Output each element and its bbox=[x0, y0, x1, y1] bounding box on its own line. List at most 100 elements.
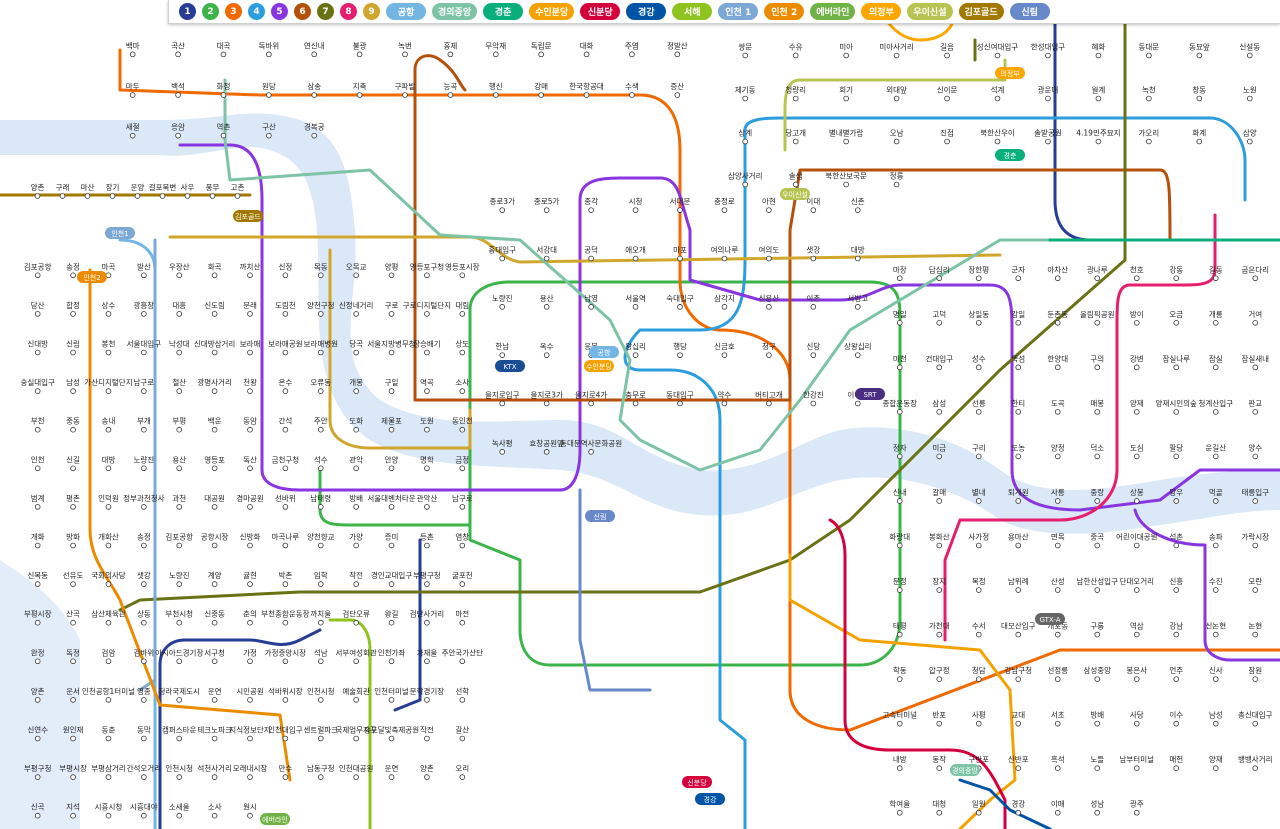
station-dot[interactable] bbox=[247, 542, 253, 549]
station-dot[interactable] bbox=[893, 181, 900, 188]
station-label[interactable]: 개포동 bbox=[1047, 621, 1068, 631]
station-label[interactable]: 공항시장 bbox=[201, 532, 229, 542]
station-dot[interactable] bbox=[141, 272, 147, 279]
line-badge-ktx[interactable]: KTX bbox=[495, 360, 525, 372]
station-label[interactable]: 양재 bbox=[1209, 755, 1223, 764]
station-label[interactable]: 강매 bbox=[534, 81, 548, 91]
station-dot[interactable] bbox=[1212, 587, 1219, 593]
station-dot[interactable] bbox=[677, 255, 683, 262]
station-label[interactable]: 둔촌동 bbox=[1047, 310, 1068, 319]
station-label[interactable]: 신논현 bbox=[1205, 622, 1226, 631]
station-label[interactable]: 서대문 bbox=[670, 197, 691, 206]
station-dot[interactable] bbox=[1133, 720, 1140, 727]
station-dot[interactable] bbox=[141, 388, 147, 394]
station-dot[interactable] bbox=[211, 272, 218, 279]
station-label[interactable]: 서울지방병무청 bbox=[367, 339, 415, 349]
station-label[interactable]: 태릉입구 bbox=[1241, 488, 1269, 497]
station-label[interactable]: 마장 bbox=[893, 264, 907, 274]
station-label[interactable]: 신흥 bbox=[1169, 576, 1183, 586]
station-label[interactable]: 백마 bbox=[126, 40, 140, 50]
station-dot[interactable] bbox=[1015, 676, 1022, 682]
station-dot[interactable] bbox=[211, 697, 218, 703]
station-dot[interactable] bbox=[176, 581, 183, 587]
station-label[interactable]: 마곡나루 bbox=[272, 533, 300, 542]
station-dot[interactable] bbox=[282, 735, 289, 742]
station-dot[interactable] bbox=[388, 619, 395, 626]
station-dot[interactable] bbox=[1146, 138, 1152, 145]
station-dot[interactable] bbox=[459, 619, 466, 626]
station-dot[interactable] bbox=[211, 349, 218, 356]
station-dot[interactable] bbox=[247, 619, 253, 626]
station-dot[interactable] bbox=[766, 255, 772, 262]
station-dot[interactable] bbox=[1054, 765, 1061, 771]
station-label[interactable]: 공덕 bbox=[584, 245, 598, 255]
station-label[interactable]: 오류동 bbox=[310, 378, 331, 387]
station-dot[interactable] bbox=[247, 311, 253, 317]
station-dot[interactable] bbox=[424, 272, 430, 279]
station-dot[interactable] bbox=[629, 51, 635, 58]
station-dot[interactable] bbox=[424, 542, 430, 549]
station-label[interactable]: 인천 bbox=[31, 454, 45, 464]
station-label[interactable]: 정부과천청사 bbox=[123, 493, 164, 503]
station-label[interactable]: 오리 bbox=[455, 764, 469, 773]
station-label[interactable]: 김포공항 bbox=[24, 261, 52, 271]
station-dot[interactable] bbox=[459, 272, 466, 279]
station-dot[interactable] bbox=[388, 272, 395, 279]
station-dot[interactable] bbox=[317, 311, 324, 317]
station-label[interactable]: 여의도 bbox=[759, 245, 780, 255]
station-label[interactable]: 대곡 bbox=[217, 41, 231, 50]
station-label[interactable]: 송내 bbox=[102, 417, 116, 426]
station-label[interactable]: 경마공원 bbox=[236, 493, 264, 503]
station-dot[interactable] bbox=[211, 388, 218, 394]
station-label[interactable]: 왕십리 bbox=[625, 342, 646, 351]
station-label[interactable]: 귤현 bbox=[243, 571, 257, 580]
station-label[interactable]: 사가정 bbox=[968, 532, 989, 542]
station-label[interactable]: 구반포 bbox=[968, 755, 989, 764]
station-dot[interactable] bbox=[266, 51, 272, 58]
station-label[interactable]: 정발산 bbox=[667, 40, 688, 50]
station-label[interactable]: 갈매 bbox=[932, 488, 946, 497]
station-dot[interactable] bbox=[975, 498, 982, 504]
station-label[interactable]: 증산 bbox=[670, 81, 684, 91]
station-dot[interactable] bbox=[388, 388, 395, 394]
station-label[interactable]: 남위례 bbox=[1008, 576, 1029, 586]
station-label[interactable]: 상동 bbox=[137, 609, 151, 619]
line-badge-line-uijeongbu[interactable]: 의정부 bbox=[995, 67, 1025, 79]
legend-chip-20[interactable]: 의정부 bbox=[861, 3, 902, 20]
station-dot[interactable] bbox=[317, 542, 324, 549]
station-label[interactable]: 이매 bbox=[1051, 799, 1065, 809]
station-dot[interactable] bbox=[854, 207, 861, 213]
station-label[interactable]: 한남 bbox=[495, 342, 509, 351]
station-dot[interactable] bbox=[936, 320, 943, 326]
station-dot[interactable] bbox=[543, 304, 550, 310]
station-label[interactable]: 센트럴파크 bbox=[304, 725, 339, 735]
station-label[interactable]: 종각 bbox=[584, 196, 598, 206]
station-label[interactable]: 테크노파크 bbox=[197, 726, 232, 735]
legend-chip-10[interactable]: 공항 bbox=[386, 3, 426, 20]
station-dot[interactable] bbox=[975, 364, 982, 371]
station-label[interactable]: 잠실 bbox=[1209, 353, 1223, 363]
station-dot[interactable] bbox=[843, 181, 849, 188]
station-dot[interactable] bbox=[766, 352, 772, 358]
station-label[interactable]: 대공원 bbox=[204, 494, 225, 503]
station-dot[interactable] bbox=[247, 272, 253, 279]
station-dot[interactable] bbox=[282, 581, 289, 587]
station-label[interactable]: 독바위 bbox=[258, 40, 279, 50]
station-label[interactable]: 소사 bbox=[208, 803, 222, 812]
station-label[interactable]: 한티 bbox=[1011, 399, 1025, 408]
legend-chip-19[interactable]: 에버라인 bbox=[810, 3, 856, 20]
station-label[interactable]: 경인교대입구 bbox=[371, 570, 412, 580]
station-label[interactable]: 석수 bbox=[314, 454, 328, 464]
station-label[interactable]: 마산 bbox=[81, 182, 95, 192]
station-label[interactable]: 남성 bbox=[1209, 711, 1223, 720]
station-label[interactable]: 경강 bbox=[1011, 799, 1025, 809]
station-label[interactable]: 선학 bbox=[455, 686, 469, 696]
station-dot[interactable] bbox=[184, 193, 191, 199]
legend-chip-22[interactable]: 김포골드 bbox=[958, 3, 1004, 20]
station-label[interactable]: 임학 bbox=[314, 570, 328, 580]
station-dot[interactable] bbox=[141, 542, 147, 549]
station-label[interactable]: 회기 bbox=[839, 86, 853, 95]
station-dot[interactable] bbox=[353, 658, 359, 665]
station-label[interactable]: 서울대벤처타운 bbox=[367, 493, 415, 503]
station-dot[interactable] bbox=[388, 311, 395, 317]
